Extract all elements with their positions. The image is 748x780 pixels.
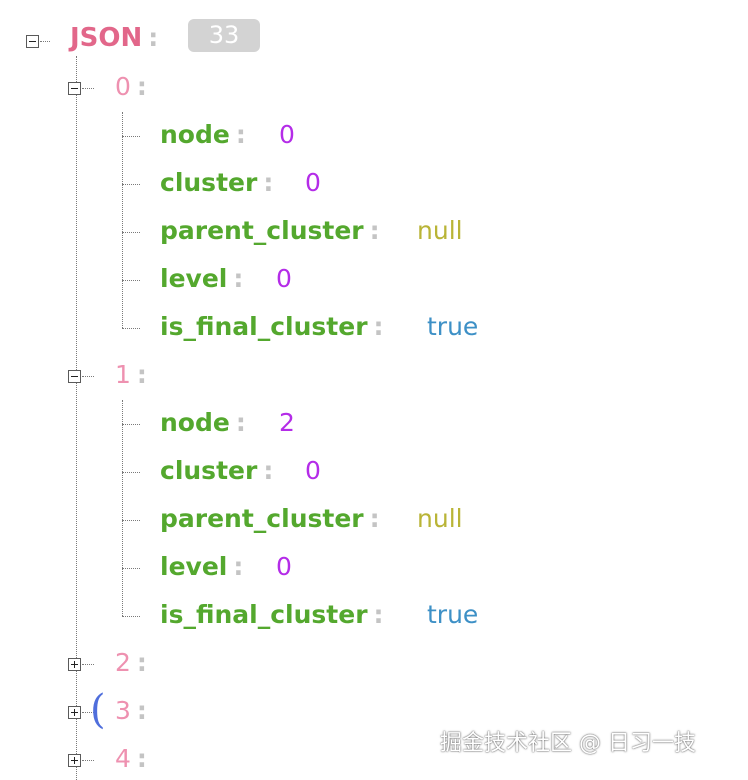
field-key-cluster: cluster (160, 168, 258, 197)
field-colon: : (263, 456, 274, 485)
item-2-index: 2 (115, 648, 131, 677)
item-1-row: 1: (115, 357, 147, 393)
item-0-parent-cluster-row: parent_cluster: null (160, 213, 463, 249)
item-1-parent-cluster-row: parent_cluster: null (160, 501, 463, 537)
field-value-is-final-cluster: true (427, 600, 479, 629)
item-2-row[interactable]: 2: (115, 645, 147, 681)
field-key-is-final-cluster: is_final_cluster (160, 600, 368, 629)
tree-connector (82, 376, 94, 377)
tree-connector (122, 424, 140, 425)
field-value-level: 0 (276, 552, 292, 581)
item-1-level-row: level: 0 (160, 549, 292, 585)
tree-connector (122, 328, 140, 329)
item-4-row[interactable]: 4: (115, 741, 147, 777)
field-value-node: 0 (279, 120, 295, 149)
collapse-item-1-toggle[interactable] (68, 370, 81, 383)
field-value-cluster: 0 (305, 168, 321, 197)
item-1-index: 1 (115, 360, 131, 389)
field-key-level: level (160, 552, 228, 581)
field-colon: : (369, 504, 380, 533)
item-0-colon: : (136, 72, 147, 101)
hover-bracket-indicator: ( (90, 687, 106, 733)
field-colon: : (233, 552, 244, 581)
tree-connector (122, 232, 140, 233)
tree-connector (122, 136, 140, 137)
item-0-level-row: level: 0 (160, 261, 292, 297)
item-0-index: 0 (115, 72, 131, 101)
field-colon: : (233, 264, 244, 293)
field-key-node: node (160, 120, 230, 149)
tree-connector (122, 616, 140, 617)
item-4-colon: : (136, 744, 147, 773)
root-colon: : (148, 23, 159, 52)
item-1-colon: : (136, 360, 147, 389)
item-3-colon: : (136, 696, 147, 725)
field-key-is-final-cluster: is_final_cluster (160, 312, 368, 341)
root-key: JSON (70, 23, 143, 53)
item-3-index: 3 (115, 696, 131, 725)
root-row: JSON: (70, 20, 158, 56)
field-colon: : (235, 120, 246, 149)
item-0-node-row: node: 0 (160, 117, 295, 153)
item-1-is-final-cluster-row: is_final_cluster: true (160, 597, 478, 633)
field-key-level: level (160, 264, 228, 293)
tree-guide-root (76, 56, 77, 780)
expand-item-2-toggle[interactable] (68, 658, 81, 671)
item-0-row: 0: (115, 69, 147, 105)
tree-connector (82, 712, 94, 713)
item-1-cluster-row: cluster: 0 (160, 453, 321, 489)
field-value-parent-cluster: null (417, 216, 463, 245)
field-value-parent-cluster: null (417, 504, 463, 533)
tree-guide-item-0 (122, 112, 123, 328)
field-colon: : (263, 168, 274, 197)
field-value-level: 0 (276, 264, 292, 293)
watermark: 掘金技术社区 @ 日习一技 (440, 731, 696, 756)
field-value-cluster: 0 (305, 456, 321, 485)
field-key-parent-cluster: parent_cluster (160, 504, 364, 533)
item-0-cluster-row: cluster: 0 (160, 165, 321, 201)
item-1-node-row: node: 2 (160, 405, 295, 441)
item-3-row[interactable]: 3: (115, 693, 147, 729)
tree-connector (122, 280, 140, 281)
field-value-is-final-cluster: true (427, 312, 479, 341)
field-colon: : (369, 216, 380, 245)
tree-connector (82, 664, 94, 665)
item-0-is-final-cluster-row: is_final_cluster: true (160, 309, 478, 345)
field-colon: : (373, 600, 384, 629)
expand-item-3-toggle[interactable] (68, 706, 81, 719)
field-value-node: 2 (279, 408, 295, 437)
tree-connector (122, 568, 140, 569)
tree-connector (122, 472, 140, 473)
tree-guide-item-1 (122, 400, 123, 616)
tree-connector (40, 41, 50, 42)
tree-connector (122, 184, 140, 185)
collapse-root-toggle[interactable] (26, 35, 39, 48)
field-colon: : (373, 312, 384, 341)
tree-connector (82, 88, 94, 89)
field-key-cluster: cluster (160, 456, 258, 485)
tree-connector (122, 520, 140, 521)
item-4-index: 4 (115, 744, 131, 773)
collapse-item-0-toggle[interactable] (68, 82, 81, 95)
item-count-badge: 33 (188, 19, 260, 52)
field-colon: : (235, 408, 246, 437)
field-key-node: node (160, 408, 230, 437)
tree-connector (82, 760, 94, 761)
item-2-colon: : (136, 648, 147, 677)
field-key-parent-cluster: parent_cluster (160, 216, 364, 245)
expand-item-4-toggle[interactable] (68, 754, 81, 767)
